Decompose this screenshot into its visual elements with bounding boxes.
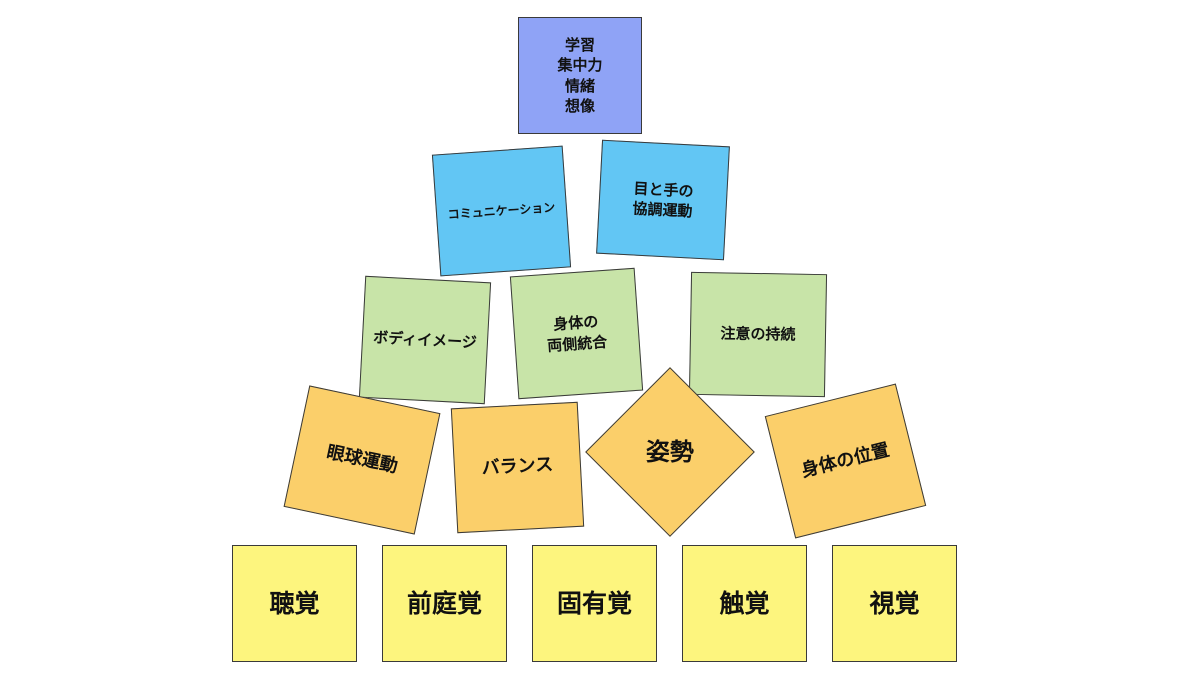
card-hearing: 聴覚 [232, 545, 357, 662]
card-balance: バランス [450, 401, 585, 534]
vision-label: 視覚 [869, 588, 920, 618]
bilateral-line-2: 両側統合 [546, 332, 608, 355]
top-line-4: 想像 [564, 96, 595, 115]
card-body-position: 身体の位置 [764, 383, 927, 539]
touch-label: 触覚 [719, 588, 770, 618]
body-position-label: 身体の位置 [799, 439, 892, 482]
card-proprioception: 固有覚 [532, 545, 657, 662]
card-bilateral-integration: 身体の 両側統合 [509, 267, 644, 400]
card-eye-movement: 眼球運動 [283, 385, 441, 535]
top-card-learning: 学習 集中力 情緒 想像 [518, 17, 642, 134]
card-vision: 視覚 [832, 545, 957, 662]
card-body-image: ボディイメージ [358, 275, 492, 405]
eye-movement-label: 眼球運動 [324, 441, 400, 478]
card-eye-hand-coordination: 目と手の 協調運動 [596, 139, 730, 261]
card-touch: 触覚 [682, 545, 807, 662]
card-communication: コミュニケーション [431, 145, 572, 277]
balance-label: バランス [481, 454, 554, 480]
communication-label: コミュニケーション [447, 200, 556, 222]
body-image-label: ボディイメージ [372, 328, 478, 352]
attention-label: 注意の持続 [720, 324, 796, 345]
card-vestibular: 前庭覚 [382, 545, 507, 662]
proprioception-label: 固有覚 [556, 588, 632, 618]
top-line-1: 学習 [564, 36, 595, 54]
top-line-2: 集中力 [557, 56, 603, 75]
eye-hand-line-2: 協調運動 [632, 199, 693, 221]
posture-label: 姿勢 [646, 437, 695, 466]
card-sustained-attention: 注意の持続 [688, 271, 828, 398]
vestibular-label: 前庭覚 [406, 588, 482, 618]
hearing-label: 聴覚 [269, 588, 320, 618]
top-line-3: 情緒 [564, 76, 595, 95]
